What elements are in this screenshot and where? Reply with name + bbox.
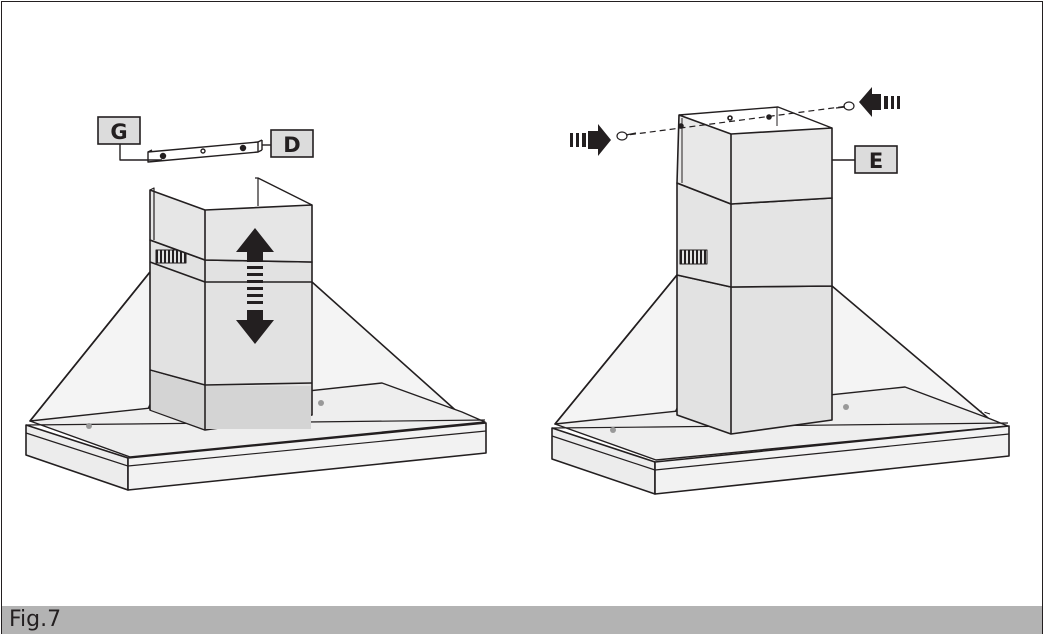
installation-diagram: G D [25,87,1010,495]
figure-caption: Fig.7 [9,607,62,632]
right-upper-chimney [676,114,833,205]
label-e: E [854,145,898,174]
double-vertical-arrow [236,228,274,344]
screw-right [835,101,855,111]
right-arrow [570,124,611,156]
caption-band: Fig.7 [2,606,1042,634]
label-g: G [97,116,141,145]
screw-left [616,131,637,141]
right-hood [551,101,1010,495]
label-g-text: G [110,120,127,144]
label-d: D [270,129,314,158]
right-vent-slots [679,249,708,265]
left-hood [25,139,487,491]
left-arrow [859,87,900,117]
label-e-text: E [869,149,883,173]
left-bracket [147,139,263,163]
label-d-text: D [283,133,300,157]
left-vent-slots [155,249,187,264]
right-lower-chimney [676,274,833,435]
